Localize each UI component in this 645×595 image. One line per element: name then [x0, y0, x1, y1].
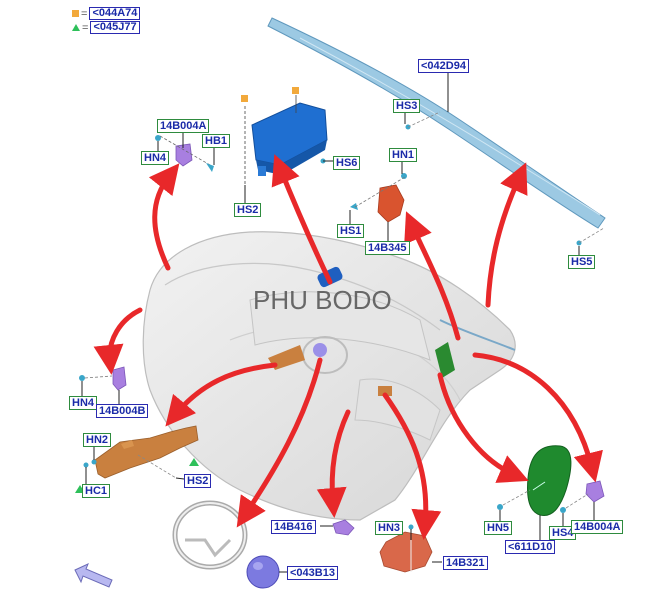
- arrow-to-knee-airbag: [165, 362, 278, 427]
- arrow-to-sensor-top: [148, 163, 180, 271]
- callout-14B004B[interactable]: 14B004B: [96, 404, 149, 418]
- seat-side-airbag: [497, 445, 572, 517]
- legend-equals: =: [82, 21, 89, 34]
- callout-611D10[interactable]: <611D10: [505, 540, 556, 554]
- sensor-14B416: [332, 519, 355, 536]
- arrow-to-curtain-airbag: [485, 162, 528, 308]
- green-triangle-icon: [72, 24, 80, 31]
- view-direction-arrow[interactable]: [74, 563, 113, 588]
- callout-042D94[interactable]: <042D94: [418, 59, 469, 73]
- orange-square-icon: [72, 10, 79, 17]
- callout-HN3[interactable]: HN3: [375, 521, 404, 535]
- steering-wheel: [172, 500, 248, 570]
- arrow-to-seat-airbag: [437, 372, 529, 483]
- arrow-to-sensor-left: [93, 307, 143, 375]
- legend-code[interactable]: <045J77: [90, 21, 140, 34]
- arrow-to-control-module: [382, 392, 442, 540]
- legend-row-green: = <045J77: [72, 21, 140, 34]
- side-impact-sensor-top: [155, 135, 214, 172]
- callout-HC1[interactable]: HC1: [82, 484, 111, 498]
- driver-airbag-in-car: [313, 343, 327, 357]
- callout-HN1[interactable]: HN1: [389, 148, 418, 162]
- legend-code[interactable]: <044A74: [89, 7, 141, 20]
- knee-airbag-in-car: [268, 345, 305, 370]
- callout-HS6[interactable]: HS6: [333, 156, 361, 170]
- watermark: PHU BODO: [253, 285, 392, 315]
- callout-HN2[interactable]: HN2: [83, 433, 112, 447]
- restraint-control-module: [379, 524, 433, 573]
- legend-row-orange: = <044A74: [72, 7, 141, 20]
- control-module-in-car: [378, 386, 392, 396]
- seat-airbag-in-car: [435, 342, 455, 378]
- callout-HS2-left[interactable]: HS2: [184, 474, 212, 488]
- orange-sensor-14B345: [350, 173, 407, 223]
- side-impact-sensor-right: [560, 480, 605, 513]
- arrow-to-sensor-right: [472, 352, 603, 483]
- side-impact-sensor-left: [79, 366, 127, 391]
- vehicle-body: [142, 231, 516, 521]
- callout-14B416[interactable]: 14B416: [271, 520, 316, 534]
- callout-HS5[interactable]: HS5: [568, 255, 596, 269]
- callout-HN4-left[interactable]: HN4: [69, 396, 98, 410]
- orange-square-marker: [241, 95, 248, 102]
- arrow-to-sensor-14B345: [404, 211, 461, 341]
- callout-14B321[interactable]: 14B321: [443, 556, 488, 570]
- leader-lines: [81, 70, 595, 573]
- location-arrows: [93, 154, 603, 540]
- legend-equals: =: [81, 7, 88, 20]
- callout-HS2-top[interactable]: HS2: [234, 203, 262, 217]
- driver-airbag-disk: [246, 555, 280, 589]
- callout-HS3[interactable]: HS3: [393, 99, 421, 113]
- callout-043B13[interactable]: <043B13: [287, 566, 338, 580]
- arrow-to-passenger-airbag: [271, 154, 333, 285]
- callout-14B004A-top[interactable]: 14B004A: [157, 119, 210, 133]
- arrow-to-steering-wheel: [236, 357, 323, 528]
- callout-14B345[interactable]: 14B345: [365, 241, 410, 255]
- orange-square-marker: [292, 87, 299, 94]
- callout-HN4-top[interactable]: HN4: [141, 151, 170, 165]
- callout-14B004A-right[interactable]: 14B004A: [571, 520, 624, 534]
- callout-HN5[interactable]: HN5: [484, 521, 513, 535]
- callout-HS1[interactable]: HS1: [337, 224, 365, 238]
- callout-HB1[interactable]: HB1: [202, 134, 231, 148]
- green-triangle-marker: [189, 458, 199, 466]
- arrow-to-sensor-14B416: [316, 409, 351, 518]
